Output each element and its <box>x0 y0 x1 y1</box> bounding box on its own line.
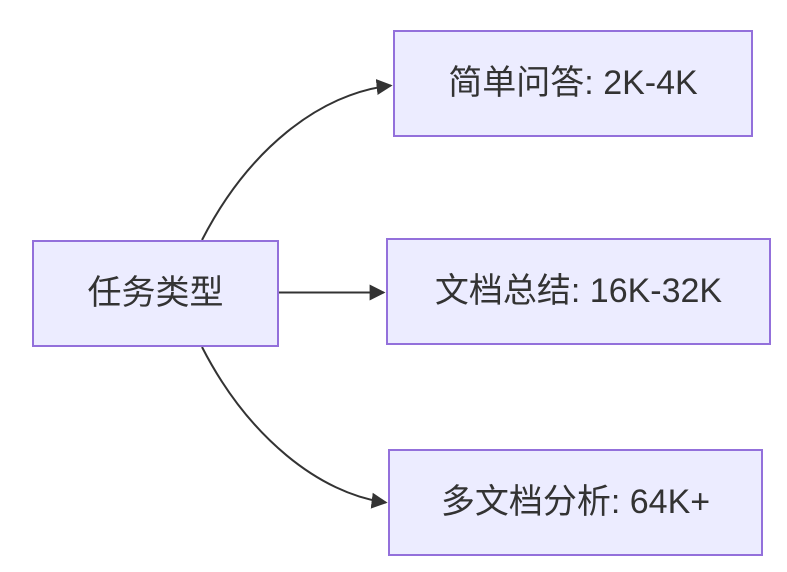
node-doc-summary: 文档总结: 16K-32K <box>386 238 771 345</box>
node-task-type-label: 任务类型 <box>87 274 224 313</box>
node-doc-summary-label: 文档总结: 16K-32K <box>434 272 723 311</box>
node-simple-qa-label: 简单问答: 2K-4K <box>448 64 698 103</box>
node-multi-doc-analysis: 多文档分析: 64K+ <box>388 449 763 556</box>
node-task-type: 任务类型 <box>32 240 279 347</box>
node-multi-doc-analysis-label: 多文档分析: 64K+ <box>440 483 711 522</box>
node-simple-qa: 简单问答: 2K-4K <box>393 30 753 137</box>
edge-root-to-branch-2 <box>201 346 388 509</box>
edge-root-to-branch-0 <box>201 79 393 241</box>
